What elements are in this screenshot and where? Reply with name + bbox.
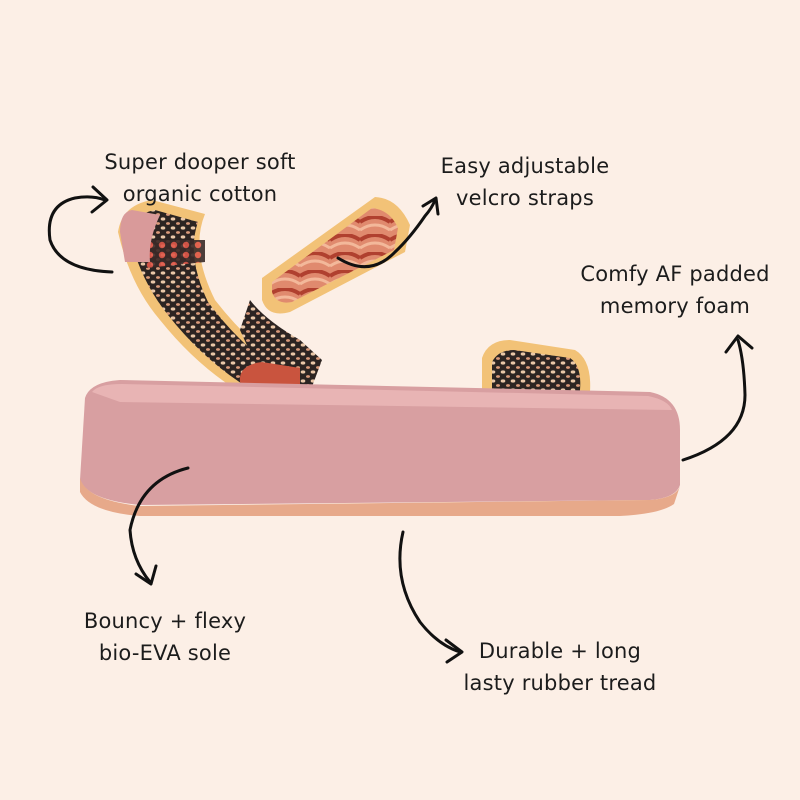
callout-line: organic cotton xyxy=(122,182,278,206)
velcro-strap-instep xyxy=(239,197,410,394)
callout-line: memory foam xyxy=(599,294,751,318)
callout-line: bio-EVA sole xyxy=(98,641,232,665)
curved-arrow-icon xyxy=(398,530,464,664)
curved-arrow-icon xyxy=(681,334,754,462)
callout-eva-sole: Bouncy + flexy bio-EVA sole xyxy=(45,605,285,669)
callout-line: velcro straps xyxy=(456,186,594,210)
callout-organic-cotton: Super dooper soft organic cotton xyxy=(80,146,320,210)
callout-line: Bouncy + flexy xyxy=(83,609,247,633)
callout-line: Comfy AF padded xyxy=(580,262,770,286)
curved-arrow-icon xyxy=(47,185,114,274)
callout-line: lasty rubber tread xyxy=(463,671,657,695)
platform-sole xyxy=(80,380,680,516)
callout-line: Super dooper soft xyxy=(104,150,296,174)
curved-arrow-icon xyxy=(336,196,440,269)
callout-line: Easy adjustable xyxy=(440,154,610,178)
curved-arrow-icon xyxy=(128,466,190,586)
callout-velcro-straps: Easy adjustable velcro straps xyxy=(410,150,640,214)
callout-rubber-tread: Durable + long lasty rubber tread xyxy=(430,635,690,699)
callout-line: Durable + long xyxy=(478,639,642,663)
callout-memory-foam: Comfy AF padded memory foam xyxy=(555,258,795,322)
